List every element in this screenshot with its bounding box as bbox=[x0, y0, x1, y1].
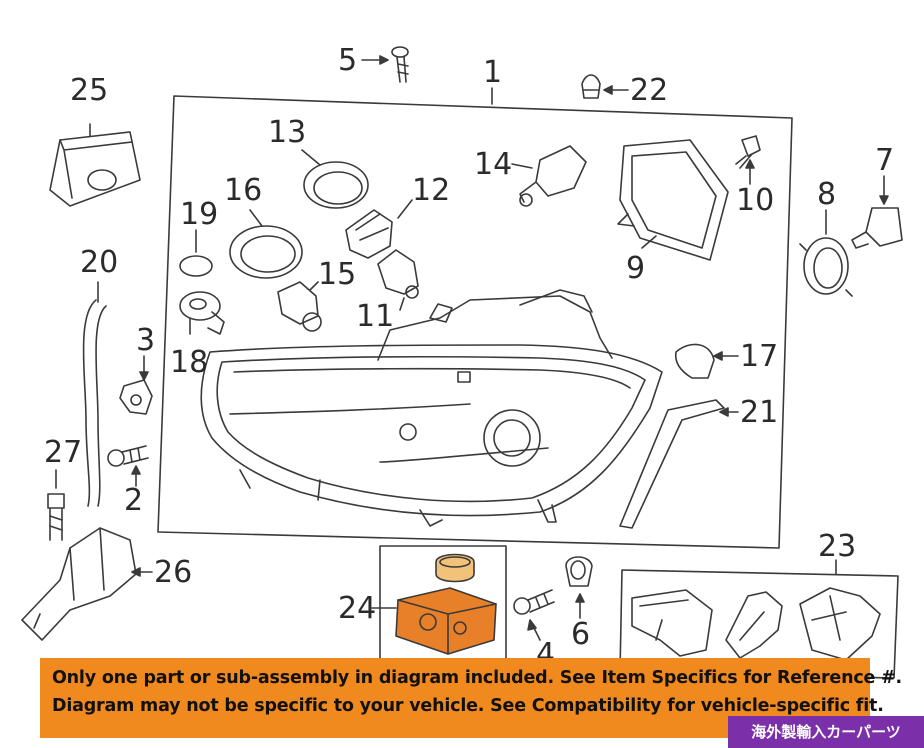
bulb-15 bbox=[277, 281, 322, 332]
screw-2 bbox=[107, 445, 149, 467]
callout-13: 13 bbox=[268, 115, 307, 150]
disclaimer-line-1: Only one part or sub-assembly in diagram… bbox=[52, 668, 902, 688]
hose-20 bbox=[82, 299, 107, 507]
retaining-ring-8 bbox=[799, 237, 853, 297]
module-25 bbox=[49, 123, 141, 207]
seal-ring-16 bbox=[229, 225, 303, 279]
callout-1: 1 bbox=[483, 55, 503, 90]
bracket-23-c bbox=[799, 587, 881, 661]
callout-22: 22 bbox=[630, 73, 669, 108]
screw-4 bbox=[513, 589, 555, 615]
callout-8: 8 bbox=[817, 177, 837, 212]
callout-6: 6 bbox=[571, 617, 591, 652]
callout-20: 20 bbox=[80, 245, 119, 280]
callout-5: 5 bbox=[338, 43, 358, 78]
callout-12: 12 bbox=[412, 173, 451, 208]
socket-18 bbox=[179, 291, 225, 335]
connector-14 bbox=[519, 145, 587, 207]
clip-3 bbox=[119, 379, 153, 415]
o-ring-19 bbox=[179, 255, 213, 277]
callout-19: 19 bbox=[180, 197, 219, 232]
disclaimer-line-2: Diagram may not be specific to your vehi… bbox=[52, 696, 884, 716]
callout-17: 17 bbox=[740, 339, 779, 374]
bolt-27 bbox=[47, 493, 65, 541]
xenon-bulb-7 bbox=[851, 207, 903, 249]
headlamp-housing bbox=[200, 289, 663, 527]
bulb-11 bbox=[377, 249, 419, 299]
bracket-set-box bbox=[619, 569, 899, 679]
callout-23: 23 bbox=[818, 529, 857, 564]
callout-18: 18 bbox=[170, 345, 209, 380]
cover-9 bbox=[617, 139, 729, 261]
callout-15: 15 bbox=[318, 257, 357, 292]
callout-21: 21 bbox=[740, 395, 779, 430]
callout-25: 25 bbox=[70, 73, 109, 108]
watermark-label: 海外製輸入カーパーツ bbox=[728, 716, 924, 748]
plug-22 bbox=[581, 74, 601, 99]
screw-10 bbox=[735, 135, 761, 169]
bracket-23-b bbox=[725, 591, 783, 659]
seal-strip-21 bbox=[619, 399, 725, 529]
screw-5 bbox=[391, 46, 409, 83]
socket-12 bbox=[345, 209, 393, 259]
callout-11: 11 bbox=[356, 299, 395, 334]
grommet-6 bbox=[565, 556, 593, 587]
callout-7: 7 bbox=[875, 143, 895, 178]
callout-10: 10 bbox=[736, 183, 775, 218]
bracket-23-a bbox=[631, 589, 713, 657]
control-module-24 bbox=[395, 553, 497, 655]
callout-26: 26 bbox=[154, 555, 193, 590]
callout-27: 27 bbox=[44, 435, 83, 470]
cap-17 bbox=[674, 343, 715, 379]
callout-14: 14 bbox=[474, 147, 513, 182]
headlamp-assembly-frame bbox=[157, 95, 793, 549]
callout-3: 3 bbox=[136, 323, 156, 358]
callout-16: 16 bbox=[224, 173, 263, 208]
callout-9: 9 bbox=[626, 251, 646, 286]
bracket-26 bbox=[21, 527, 137, 641]
callout-24: 24 bbox=[338, 591, 377, 626]
seal-ring-13 bbox=[303, 161, 369, 209]
callout-2: 2 bbox=[124, 483, 144, 518]
